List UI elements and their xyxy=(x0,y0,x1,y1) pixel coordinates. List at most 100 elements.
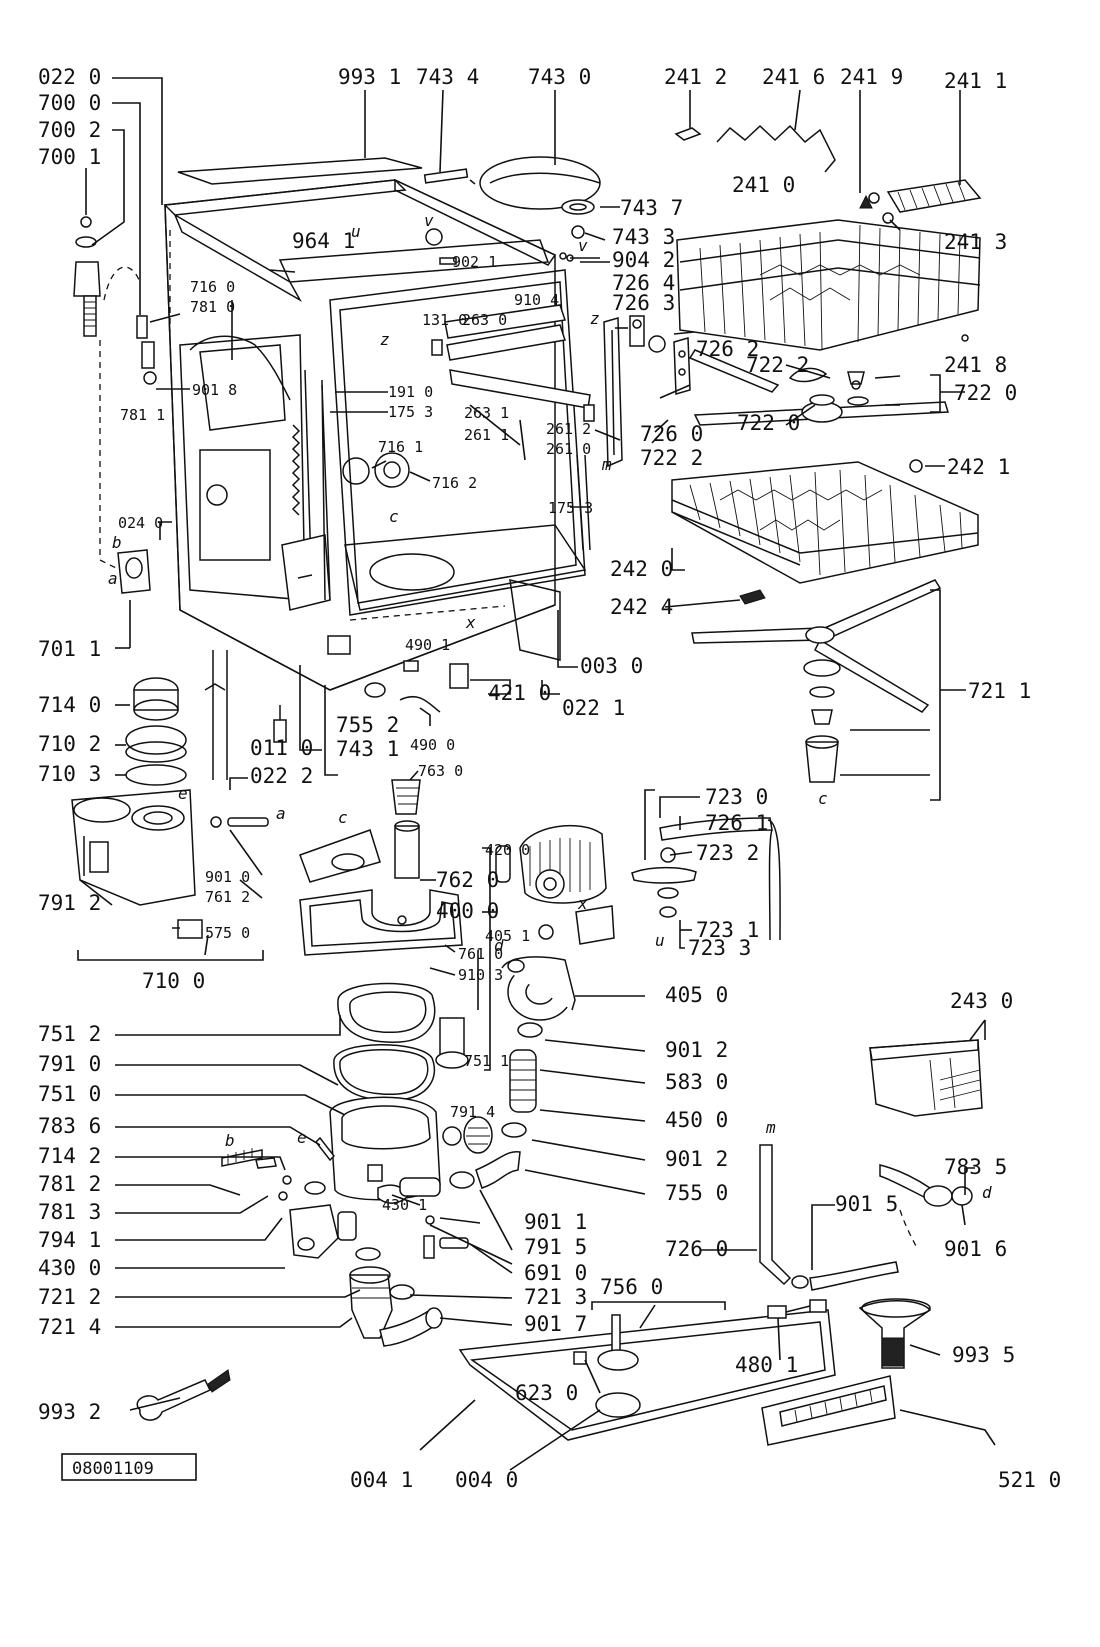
part-label: 761 2 xyxy=(205,888,250,906)
part-label: 521 0 xyxy=(998,1468,1061,1492)
part-label: 910 3 xyxy=(458,966,503,984)
part-label: 716 0 xyxy=(190,278,235,296)
letter-marker: u xyxy=(351,222,361,241)
part-label: 723 1 xyxy=(696,918,759,942)
supply-hose-right xyxy=(759,1144,973,1291)
wrench-tool xyxy=(136,1369,231,1421)
top-cover-assembly xyxy=(423,156,601,262)
drawing-number-box: 08001109 xyxy=(61,1453,197,1481)
part-label: 700 0 xyxy=(38,91,101,115)
part-label: 756 0 xyxy=(600,1275,663,1299)
part-label: 480 1 xyxy=(735,1353,798,1377)
part-label: 242 4 xyxy=(610,595,673,619)
part-label: 964 1 xyxy=(292,229,355,253)
part-label: 751 2 xyxy=(38,1022,101,1046)
part-label: 726 2 xyxy=(696,337,759,361)
part-label: 700 1 xyxy=(38,145,101,169)
water-inlet-parts xyxy=(73,216,157,594)
part-label: 024 0 xyxy=(118,514,163,532)
part-label: 755 0 xyxy=(665,1181,728,1205)
part-label: 726 3 xyxy=(612,291,675,315)
part-label: 791 5 xyxy=(524,1235,587,1259)
part-label: 726 4 xyxy=(612,271,675,295)
part-label: 901 1 xyxy=(524,1210,587,1234)
part-label: 710 0 xyxy=(142,969,205,993)
door-hinge-parts xyxy=(603,315,695,468)
letter-marker: a xyxy=(108,569,118,588)
part-label: 791 4 xyxy=(450,1103,495,1121)
part-label: 726 0 xyxy=(640,422,703,446)
salt-funnel xyxy=(858,1298,932,1369)
part-label: 783 6 xyxy=(38,1114,101,1138)
part-label: 791 2 xyxy=(38,891,101,915)
part-label: 721 2 xyxy=(38,1285,101,1309)
upper-spray-arm xyxy=(688,349,949,426)
part-label: 175 3 xyxy=(548,499,593,517)
part-label: 722 2 xyxy=(746,353,809,377)
letter-marker: d xyxy=(982,1183,992,1202)
letter-marker: v xyxy=(424,211,434,230)
letter-marker: c xyxy=(818,789,828,808)
part-label: 701 1 xyxy=(38,637,101,661)
control-panel xyxy=(761,1375,896,1446)
letter-marker: e xyxy=(178,784,188,803)
letter-marker: e xyxy=(297,1128,307,1147)
part-label: 430 0 xyxy=(38,1256,101,1280)
part-label: 743 1 xyxy=(336,737,399,761)
part-label: 583 0 xyxy=(665,1070,728,1094)
part-label: 241 1 xyxy=(944,69,1007,93)
part-label: 710 3 xyxy=(38,762,101,786)
letter-marker: m xyxy=(601,455,612,474)
part-label: 723 3 xyxy=(688,936,751,960)
part-label: 722 2 xyxy=(640,446,703,470)
part-label: 743 0 xyxy=(528,65,591,89)
part-label: 700 2 xyxy=(38,118,101,142)
part-label: 743 7 xyxy=(620,196,683,220)
part-label: 716 2 xyxy=(432,474,477,492)
part-label: 722 0 xyxy=(737,411,800,435)
part-label: 910 4 xyxy=(514,291,559,309)
part-label: 430 1 xyxy=(382,1196,427,1214)
part-label: 901 8 xyxy=(192,381,237,399)
part-label: 794 1 xyxy=(38,1228,101,1252)
part-label: 714 2 xyxy=(38,1144,101,1168)
part-label: 131 0 xyxy=(422,311,467,329)
part-label: 241 6 xyxy=(762,65,825,89)
part-label: 003 0 xyxy=(580,654,643,678)
part-label: 901 5 xyxy=(835,1192,898,1216)
part-label: 623 0 xyxy=(515,1381,578,1405)
letter-marker: u xyxy=(655,931,665,950)
letter-marker: z xyxy=(590,309,600,328)
part-label: 191 0 xyxy=(388,383,433,401)
part-label: 241 3 xyxy=(944,230,1007,254)
letter-marker: b xyxy=(225,1131,235,1150)
part-label: 791 0 xyxy=(38,1052,101,1076)
part-label: 762 0 xyxy=(436,868,499,892)
part-label: 901 0 xyxy=(205,868,250,886)
part-label: 751 0 xyxy=(38,1082,101,1106)
part-label: 011 0 xyxy=(250,736,313,760)
part-label: 716 1 xyxy=(378,438,423,456)
part-label: 721 1 xyxy=(968,679,1031,703)
part-label: 175 3 xyxy=(388,403,433,421)
letter-marker: x xyxy=(465,613,476,632)
part-label: 241 2 xyxy=(664,65,727,89)
part-label: 783 5 xyxy=(944,1155,1007,1179)
letter-marker: c xyxy=(389,507,399,526)
part-label: 261 1 xyxy=(464,426,509,444)
sump-filter-assembly xyxy=(221,779,615,1347)
part-label: 781 1 xyxy=(120,406,165,424)
leader-lines xyxy=(79,77,996,1471)
part-label: 575 0 xyxy=(205,924,250,942)
part-label: 901 7 xyxy=(524,1312,587,1336)
part-label: 400 0 xyxy=(436,899,499,923)
part-label: 743 3 xyxy=(612,225,675,249)
part-label: 004 0 xyxy=(455,1468,518,1492)
part-label: 901 6 xyxy=(944,1237,1007,1261)
cutlery-basket xyxy=(869,1039,983,1117)
lower-basket xyxy=(671,459,979,605)
part-label: 781 2 xyxy=(38,1172,101,1196)
part-label: 755 2 xyxy=(336,713,399,737)
part-label: 904 2 xyxy=(612,248,675,272)
